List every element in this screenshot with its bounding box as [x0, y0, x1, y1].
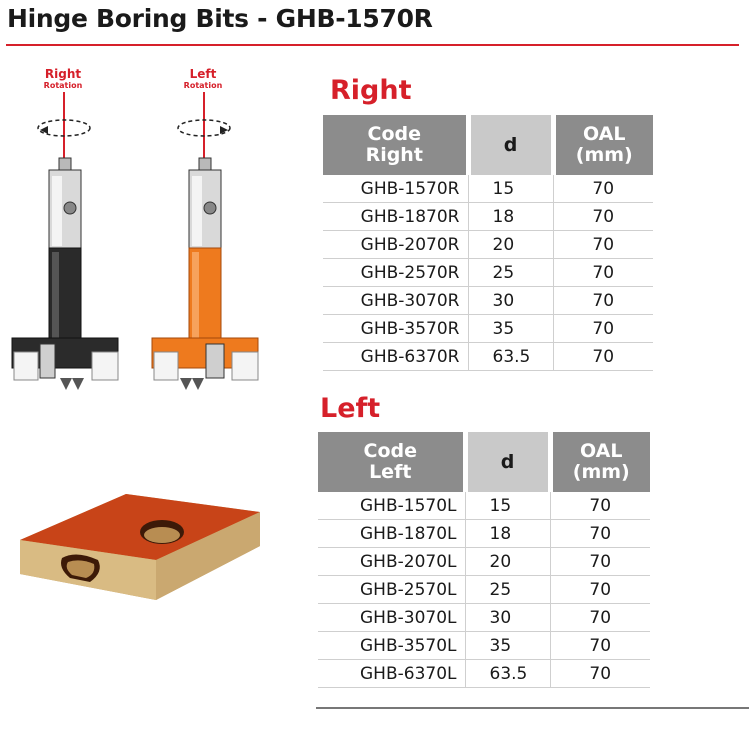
d-cell: 35 — [464, 631, 551, 660]
code-cell: GHB-6370R — [323, 342, 468, 371]
oal-cell: 70 — [553, 175, 653, 203]
oal-cell: 70 — [550, 519, 650, 548]
d-cell: 20 — [464, 547, 551, 576]
code-cell: GHB-1870R — [323, 202, 468, 231]
d-cell: 15 — [467, 175, 554, 203]
right-rotation-line2: Rotation — [43, 81, 83, 90]
right-table-heading: Right — [330, 75, 412, 106]
code-cell: GHB-3570L — [318, 631, 465, 660]
code-cell: GHB-1870L — [318, 519, 465, 548]
d-cell: 63.5 — [464, 659, 551, 688]
d-cell: 63.5 — [467, 342, 554, 371]
code-cell: GHB-3070R — [323, 286, 468, 315]
code-cell: GHB-1570L — [318, 492, 465, 520]
code-cell: GHB-2570L — [318, 575, 465, 604]
code-cell: GHB-2570R — [323, 258, 468, 287]
d-cell: 15 — [464, 492, 551, 520]
bottom-divider — [316, 707, 749, 709]
oal-cell: 70 — [553, 258, 653, 287]
right-hinge-bit-image — [11, 92, 119, 390]
oal-cell: 70 — [550, 631, 650, 660]
oal-cell: 70 — [550, 547, 650, 576]
code-cell: GHB-3570R — [323, 314, 468, 343]
left-rotation-label: Left Rotation — [178, 67, 228, 91]
d-cell: 25 — [464, 575, 551, 604]
left-hinge-bit-image — [151, 92, 259, 390]
left-d-header: d — [465, 432, 553, 492]
d-cell: 20 — [467, 230, 554, 259]
code-cell: GHB-2070L — [318, 547, 465, 576]
code-cell: GHB-6370L — [318, 659, 465, 688]
right-rotation-label: Right Rotation — [38, 67, 88, 91]
right-oal-header: OAL(mm) — [553, 115, 653, 175]
left-table-heading: Left — [320, 393, 381, 424]
left-oal-header: OAL(mm) — [550, 432, 650, 492]
code-cell: GHB-2070R — [323, 230, 468, 259]
right-rotation-line1: Right — [44, 67, 82, 81]
right-d-header: d — [468, 115, 556, 175]
oal-cell: 70 — [550, 603, 650, 632]
oal-cell: 70 — [550, 575, 650, 604]
title-divider — [6, 44, 739, 46]
oal-cell: 70 — [550, 659, 650, 688]
d-cell: 30 — [464, 603, 551, 632]
oal-cell: 70 — [553, 286, 653, 315]
d-cell: 18 — [467, 202, 554, 231]
oal-cell: 70 — [553, 314, 653, 343]
oal-cell: 70 — [553, 202, 653, 231]
board-with-hinge-holes-image — [20, 494, 260, 600]
d-cell: 18 — [464, 519, 551, 548]
d-cell: 30 — [467, 286, 554, 315]
code-cell: GHB-1570R — [323, 175, 468, 203]
oal-cell: 70 — [553, 342, 653, 371]
oal-cell: 70 — [553, 230, 653, 259]
left-rotation-line1: Left — [189, 67, 217, 81]
code-cell: GHB-3070L — [318, 603, 465, 632]
d-cell: 25 — [467, 258, 554, 287]
d-cell: 35 — [467, 314, 554, 343]
oal-cell: 70 — [550, 492, 650, 520]
page-title: Hinge Boring Bits - GHB-1570R — [7, 4, 433, 33]
left-rotation-line2: Rotation — [183, 81, 223, 90]
